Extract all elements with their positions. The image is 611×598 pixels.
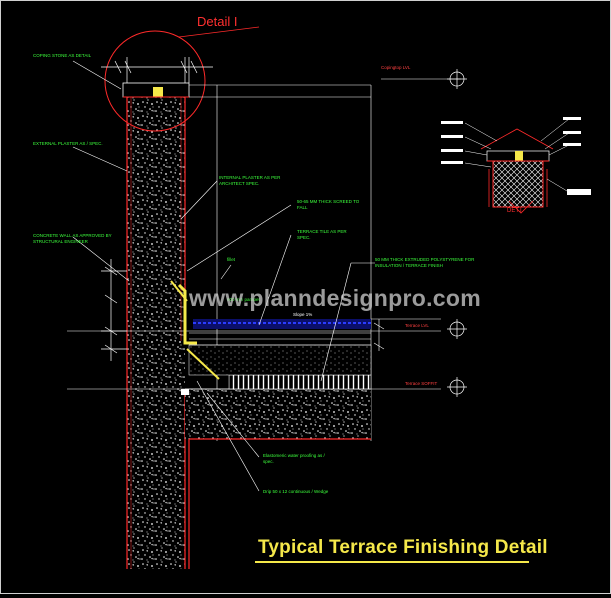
leader-lines [72,60,375,492]
drip-groove [181,389,189,395]
annotation-insulation: 50 MM THICK EXTRUDED POLYSTYRENE FOR INS… [375,257,475,268]
parapet-wall [126,97,190,569]
level-label-slab: Terrace SOFFIT [405,381,438,386]
annotation-slope: Slope 1% [293,312,313,317]
level-lines [67,318,441,390]
detail-callout-circle [104,30,206,132]
dimension-left [101,259,127,361]
section-arrow [508,200,534,214]
level-label-terrace: Terrace LVL [405,323,429,328]
annotation-coping: COPING STONE AS DETAIL [33,53,92,58]
annotation-tile: TERRACE TILE AS PER SPEC. [297,229,347,240]
screed-layer [188,344,372,376]
title-underline [255,561,529,563]
annotation-drip: Drip 50 x 12 continuous / Wedge [263,489,329,494]
waterproof-membrane [193,319,371,329]
detail-callout-label: Detail I [197,14,238,29]
roof-slab [185,388,371,569]
annotation-screed: 50-65 MM THICK SCREED TO FALL [297,199,360,210]
level-marker-right-dims [373,319,385,351]
coping-detail-small [480,128,554,208]
level-label-top: Copingtop LVL [381,65,411,70]
drawing-title: Typical Terrace Finishing Detail [258,537,548,558]
coping-stone [122,82,190,98]
terrace-tiles [189,332,371,346]
annotation-external-plaster: EXTERNAL PLASTER AS / SPEC. [33,141,103,146]
dimension-top [101,57,213,83]
annotation-fillet: fillet [227,257,236,262]
annotation-internal-plaster: INTERNAL PLASTER AS PER ARCHITECT SPEC. [219,175,281,186]
annotation-waterproof: Elastomeric water proofing as / spec. [263,453,325,464]
waterproofing-upturn [170,280,220,380]
annotation-parapet-height: 600 mm parapet [227,297,260,302]
coping-detail-leaders [464,118,570,192]
level-marker-slab [447,377,467,397]
annotation-concrete-wall: CONCRETE WALL AS APPROVED BY STRUCTURAL … [33,233,112,244]
level-marker-top [447,69,467,89]
level-marker-terrace [447,319,467,339]
coping-detail-tags [441,117,591,195]
watermark-text: www.planndesignpro.com [189,285,481,311]
insulation-layer [228,374,372,390]
detail-small-label: DET.I [507,208,522,214]
